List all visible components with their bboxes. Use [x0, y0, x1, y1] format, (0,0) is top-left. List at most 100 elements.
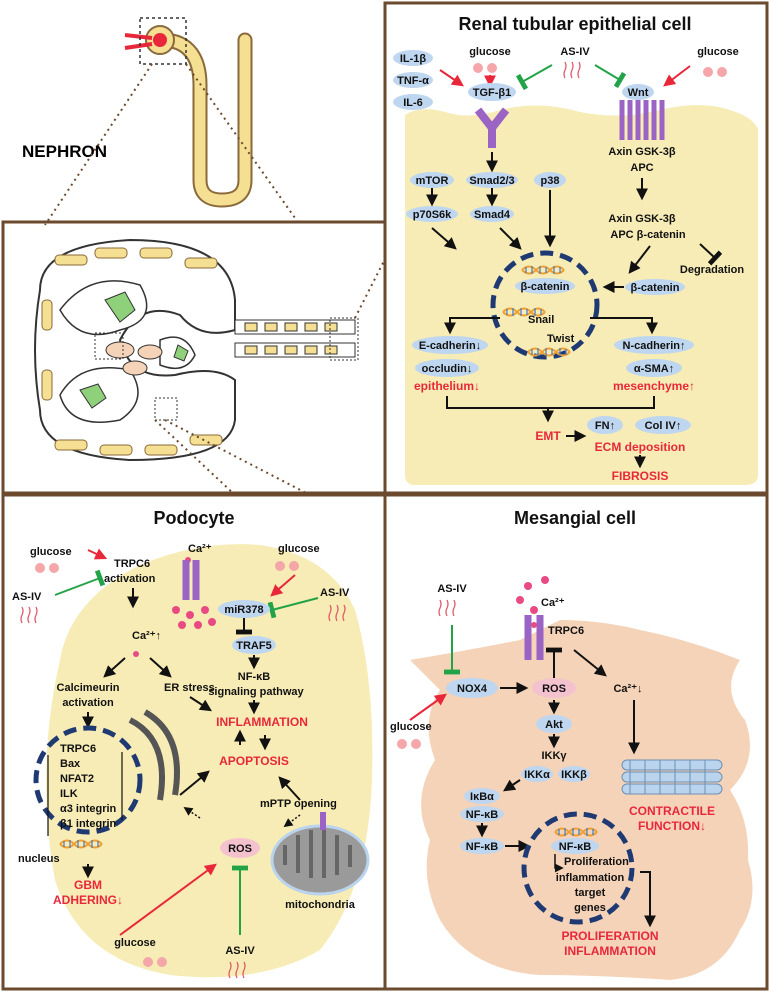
- renal-glucose-left: glucose: [469, 46, 511, 58]
- inflammation-label: INFLAMMATION: [216, 715, 308, 729]
- contractile-label-2: FUNCTION↓: [638, 819, 706, 833]
- mes-trpc6-channel: [524, 615, 544, 660]
- ecm-label: ECM deposition: [595, 440, 686, 454]
- renal-glucose-right: glucose: [697, 46, 739, 58]
- gene-item: NFAT2: [60, 773, 94, 785]
- apc-bcat-label: APC β-catenin: [610, 229, 685, 241]
- ca-up-label: Ca²⁺↑: [132, 630, 161, 642]
- nfkb2-node: NF-κB: [466, 841, 498, 853]
- mesangial-panel: Mesangial cell AS-IV Ca²⁺ TRPC6 NOX4 ROS…: [390, 508, 753, 980]
- pod-trpc6-channel: [182, 560, 200, 600]
- axin-gsk-label: Axin GSK-3β: [608, 146, 676, 158]
- mes-glucose: glucose: [390, 721, 432, 733]
- tgfb1-node: TGF-β1: [473, 87, 512, 99]
- il6-node: IL-6: [403, 97, 423, 109]
- ikkb-node: IKKβ: [561, 769, 587, 781]
- smad23-node: Smad2/3: [469, 175, 514, 187]
- wnt-node: Wnt: [628, 87, 649, 99]
- degradation-label: Degradation: [680, 264, 744, 276]
- glomerulus-section: [34, 238, 388, 496]
- emt-label: EMT: [535, 429, 561, 443]
- nucleus-gene-list: TRPC6 Bax NFAT2 ILK α3 integrin β1 integ…: [60, 743, 117, 830]
- bcat-cyto-node: β-catenin: [631, 282, 680, 294]
- contractile-label-1: CONTRACTILE: [629, 804, 715, 818]
- wnt-receptor: [619, 100, 665, 140]
- occludin-node: occludin↓: [422, 363, 473, 375]
- nfkb1-node: NF-κB: [466, 809, 498, 821]
- mesangial-title: Mesangial cell: [514, 508, 636, 528]
- traf5-node: TRAF5: [236, 640, 271, 652]
- ecad-node: E-cadherin↓: [419, 340, 481, 352]
- pod-ros-node: ROS: [228, 843, 252, 855]
- pod-glucose-3: glucose: [114, 937, 156, 949]
- prolif-text-2: inflammation: [556, 872, 625, 884]
- ikka-node: IKKα: [524, 769, 550, 781]
- pod-nucleus: [33, 725, 143, 835]
- renal-panel: Renal tubular epithelial cell IL-1β TNF-…: [393, 14, 758, 485]
- podocyte-cell-body: [46, 544, 373, 978]
- mesenchyme-label: mesenchyme↑: [613, 379, 695, 393]
- mes-ca2-label: Ca²⁺: [541, 597, 565, 609]
- zoom-box: [139, 17, 187, 65]
- fn-node: FN↑: [595, 420, 615, 432]
- mir378-node: miR378: [224, 604, 263, 616]
- nfkb-nuc-node: NF-κB: [559, 841, 591, 853]
- gene-item: ILK: [60, 788, 78, 800]
- gene-item: Bax: [60, 758, 81, 770]
- ncad-node: N-cadherin↑: [623, 340, 686, 352]
- smad4-node: Smad4: [474, 209, 511, 221]
- calc-act-label: activation: [62, 697, 114, 709]
- mesangial-cell-body: [410, 620, 753, 980]
- er-stress-label: ER stress: [164, 682, 215, 694]
- gene-item: β1 integrin: [60, 818, 117, 830]
- tnfa-node: TNF-α: [397, 75, 429, 87]
- calcineurin-label: Calcimeurin: [57, 682, 120, 694]
- axin-gsk-label-2: Axin GSK-3β: [608, 213, 676, 225]
- pod-as-iv-2: AS-IV: [320, 587, 350, 599]
- gene-item: α3 integrin: [60, 803, 117, 815]
- apc-label: APC: [630, 162, 653, 174]
- snail-label: Snail: [528, 314, 554, 326]
- mes-nucleus: [521, 811, 635, 925]
- p38-node: p38: [541, 175, 560, 187]
- nox4-node: NOX4: [457, 683, 488, 695]
- renal-nucleus: [490, 250, 600, 360]
- mes-ros-node: ROS: [542, 683, 566, 695]
- gene-item: TRPC6: [60, 743, 96, 755]
- col-node: Col IV↑: [645, 420, 682, 432]
- ca-down-label: Ca²⁺↓: [613, 683, 642, 695]
- podocyte-title: Podocyte: [153, 508, 234, 528]
- pod-as-iv-1: AS-IV: [12, 591, 42, 603]
- actin-filament-icon: [621, 759, 723, 795]
- pod-nfkb-label: NF-κB: [238, 671, 270, 683]
- fibrosis-label: FIBROSIS: [612, 469, 669, 483]
- ikkg-label: IKKγ: [541, 750, 567, 762]
- outcome-label-2: INFLAMMATION: [564, 944, 656, 958]
- ikba-node: IκBα: [470, 791, 494, 803]
- il1b-node: IL-1β: [400, 53, 427, 65]
- nucleus-label: nucleus: [18, 853, 60, 865]
- prolif-text-1: Proliferation: [564, 856, 629, 868]
- outcome-label-1: PROLIFERATION: [561, 929, 658, 943]
- akt-node: Akt: [545, 719, 563, 731]
- mes-as-iv: AS-IV: [437, 583, 467, 595]
- twist-label: Twist: [547, 333, 575, 345]
- mptp-label: mPTP opening: [260, 798, 337, 810]
- pod-glucose-1: glucose: [30, 546, 72, 558]
- mes-trpc6-label: TRPC6: [548, 625, 584, 637]
- er-icon: [128, 709, 180, 801]
- renal-cell-body: [405, 105, 758, 485]
- mitochondria-label: mitochondria: [285, 899, 356, 911]
- mtor-node: mTOR: [416, 175, 449, 187]
- p70s6k-node: p70S6k: [413, 209, 452, 221]
- activation-label: activation: [104, 573, 156, 585]
- apoptosis-label: APOPTOSIS: [219, 754, 289, 768]
- nephron-label: NEPHRON: [22, 142, 107, 161]
- podocyte-panel: Podocyte glucose TRPC6 activation AS-IV …: [12, 508, 373, 979]
- pod-ca2-label: Ca²⁺: [188, 543, 212, 555]
- gbm-label-2: ADHERING↓: [53, 893, 123, 907]
- asma-node: α-SMA↑: [634, 363, 674, 375]
- pod-glucose-2: glucose: [278, 543, 320, 555]
